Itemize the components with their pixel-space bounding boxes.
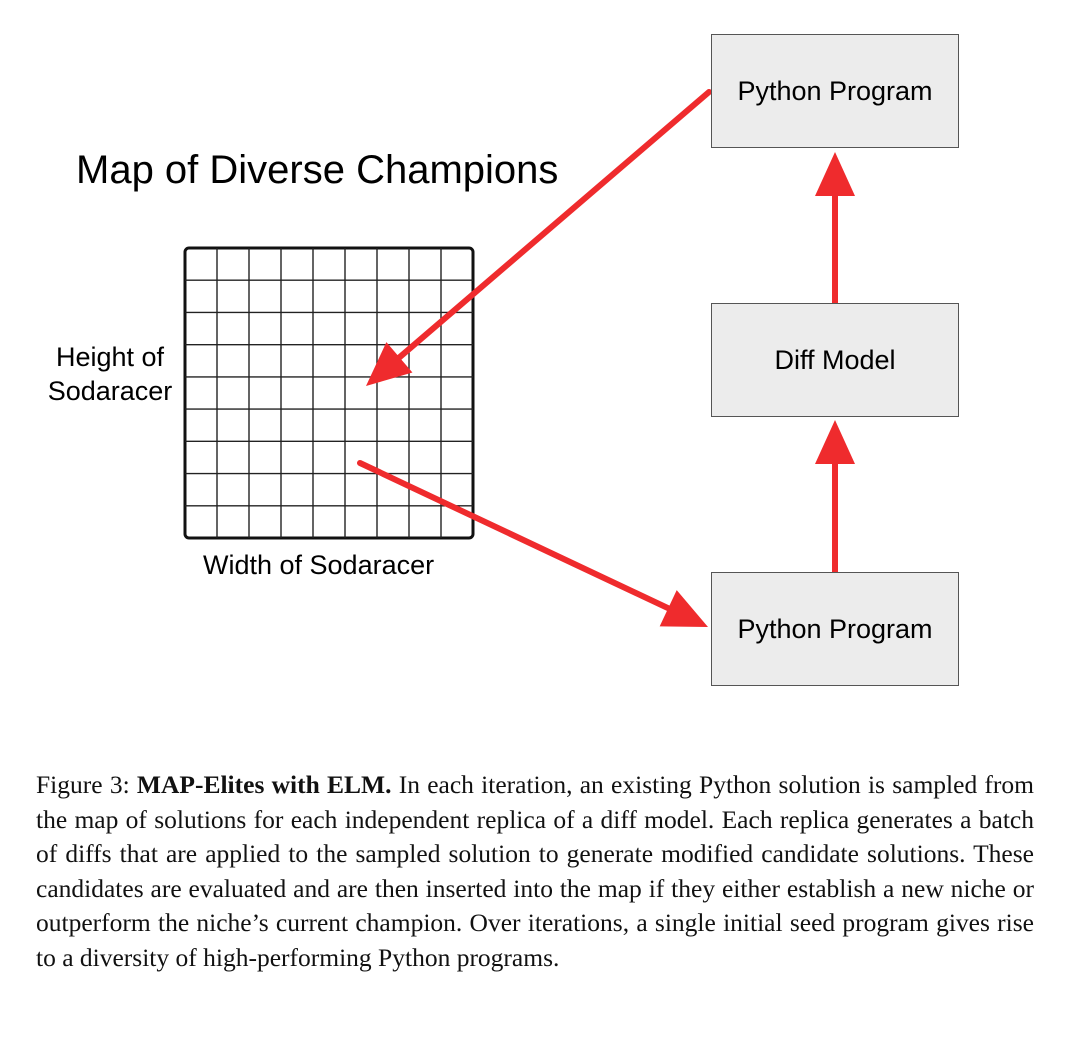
arrow-program-to-map-shaft [394, 89, 712, 362]
x-axis-label: Width of Sodaracer [203, 550, 435, 580]
arrow-map-to-program-shaft [357, 460, 674, 613]
y-axis-label-line2: Sodaracer [47, 376, 173, 406]
figure-caption: Figure 3: MAP-Elites with ELM. In each i… [36, 768, 1034, 975]
python-program-box-bottom: Python Program [711, 572, 959, 686]
diagram-canvas [183, 89, 855, 627]
y-axis-label: Height of Sodaracer [30, 340, 190, 408]
y-axis-label-line1: Height of [55, 342, 165, 372]
figure-title: Map of Diverse Champions [76, 148, 559, 192]
arrows [357, 89, 855, 627]
arrow-diff-model-to-program-head [815, 152, 855, 196]
caption-prefix: Figure 3: [36, 770, 130, 799]
arrow-map-to-program-head [659, 590, 708, 627]
caption-bold-title: MAP-Elites with ELM. [136, 770, 392, 799]
diff-model-box: Diff Model [711, 303, 959, 417]
caption-text: In each iteration, an existing Python so… [36, 770, 1034, 972]
figure: Map of Diverse Champions Height of Sodar… [30, 34, 959, 686]
arrow-program-to-map-head [366, 342, 413, 386]
solution-map-grid [183, 246, 475, 540]
arrow-program-to-diff-model-head [815, 420, 855, 464]
grid-border [183, 246, 475, 540]
python-program-box-top: Python Program [711, 34, 959, 148]
